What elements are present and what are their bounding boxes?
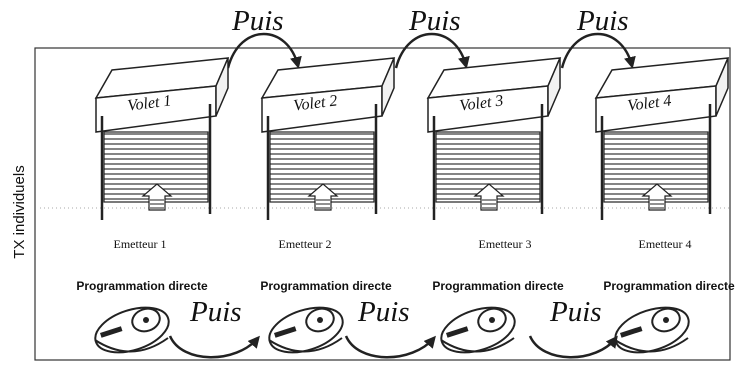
shutter-2: Volet 2	[260, 57, 396, 220]
puis-label-top-3: Puis	[576, 5, 629, 37]
puis-label-top-1: Puis	[231, 5, 284, 37]
remote-2	[268, 306, 344, 354]
remote-slot	[446, 326, 469, 338]
emitter-label-2: Emetteur 2	[279, 237, 332, 251]
puis-label-bottom-3: Puis	[549, 296, 602, 328]
shutter-box-side	[215, 57, 229, 117]
remote-led-icon	[663, 317, 669, 323]
volet-label-1: Volet 1	[127, 92, 173, 114]
remote-body-edge	[268, 337, 343, 353]
puis-label-top-2: Puis	[408, 5, 461, 37]
remote-body-edge	[440, 337, 515, 353]
emitter-label-3: Emetteur 3	[479, 237, 532, 251]
remote-slot	[99, 326, 123, 338]
puis-label-bottom-1: Puis	[189, 296, 242, 328]
curved-arrow-top-2	[394, 32, 470, 69]
volet-label-4: Volet 4	[627, 92, 673, 114]
curved-arrow-top-1	[226, 32, 302, 69]
remote-3	[440, 306, 516, 354]
remote-slot	[274, 326, 297, 338]
remote-led-icon	[489, 317, 495, 323]
side-label: TX individuels	[11, 165, 28, 258]
emitter-label-1: Emetteur 1	[114, 237, 167, 251]
remote-led-icon	[317, 317, 323, 323]
remote-led-icon	[143, 317, 149, 323]
shutter-box-side	[715, 57, 729, 117]
prog-label-1: Programmation directe	[76, 279, 208, 293]
remote-slot	[619, 326, 643, 338]
shutter-3: Volet 3	[426, 57, 562, 220]
shutter-box-side	[381, 57, 395, 117]
remote-body-edge	[94, 337, 169, 353]
remote-body-edge	[614, 337, 689, 353]
shutter-1: Volet 1	[94, 57, 230, 220]
prog-label-2: Programmation directe	[260, 279, 392, 293]
curved-arrow-bottom-1	[168, 335, 260, 359]
diagram-frame	[34, 47, 731, 361]
prog-label-3: Programmation directe	[432, 279, 564, 293]
prog-label-4: Programmation directe	[603, 279, 735, 293]
shutter-box-side	[547, 57, 561, 117]
curved-arrow-top-3	[560, 32, 636, 69]
emitter-label-4: Emetteur 4	[639, 237, 692, 251]
remote-1	[94, 306, 170, 354]
curved-arrow-bottom-2	[344, 335, 436, 359]
curved-arrow-bottom-3	[528, 335, 618, 359]
volet-label-2: Volet 2	[293, 92, 339, 114]
volet-label-3: Volet 3	[459, 92, 505, 114]
shutter-4: Volet 4	[594, 57, 730, 220]
remote-4	[614, 306, 690, 354]
puis-label-bottom-2: Puis	[357, 296, 410, 328]
